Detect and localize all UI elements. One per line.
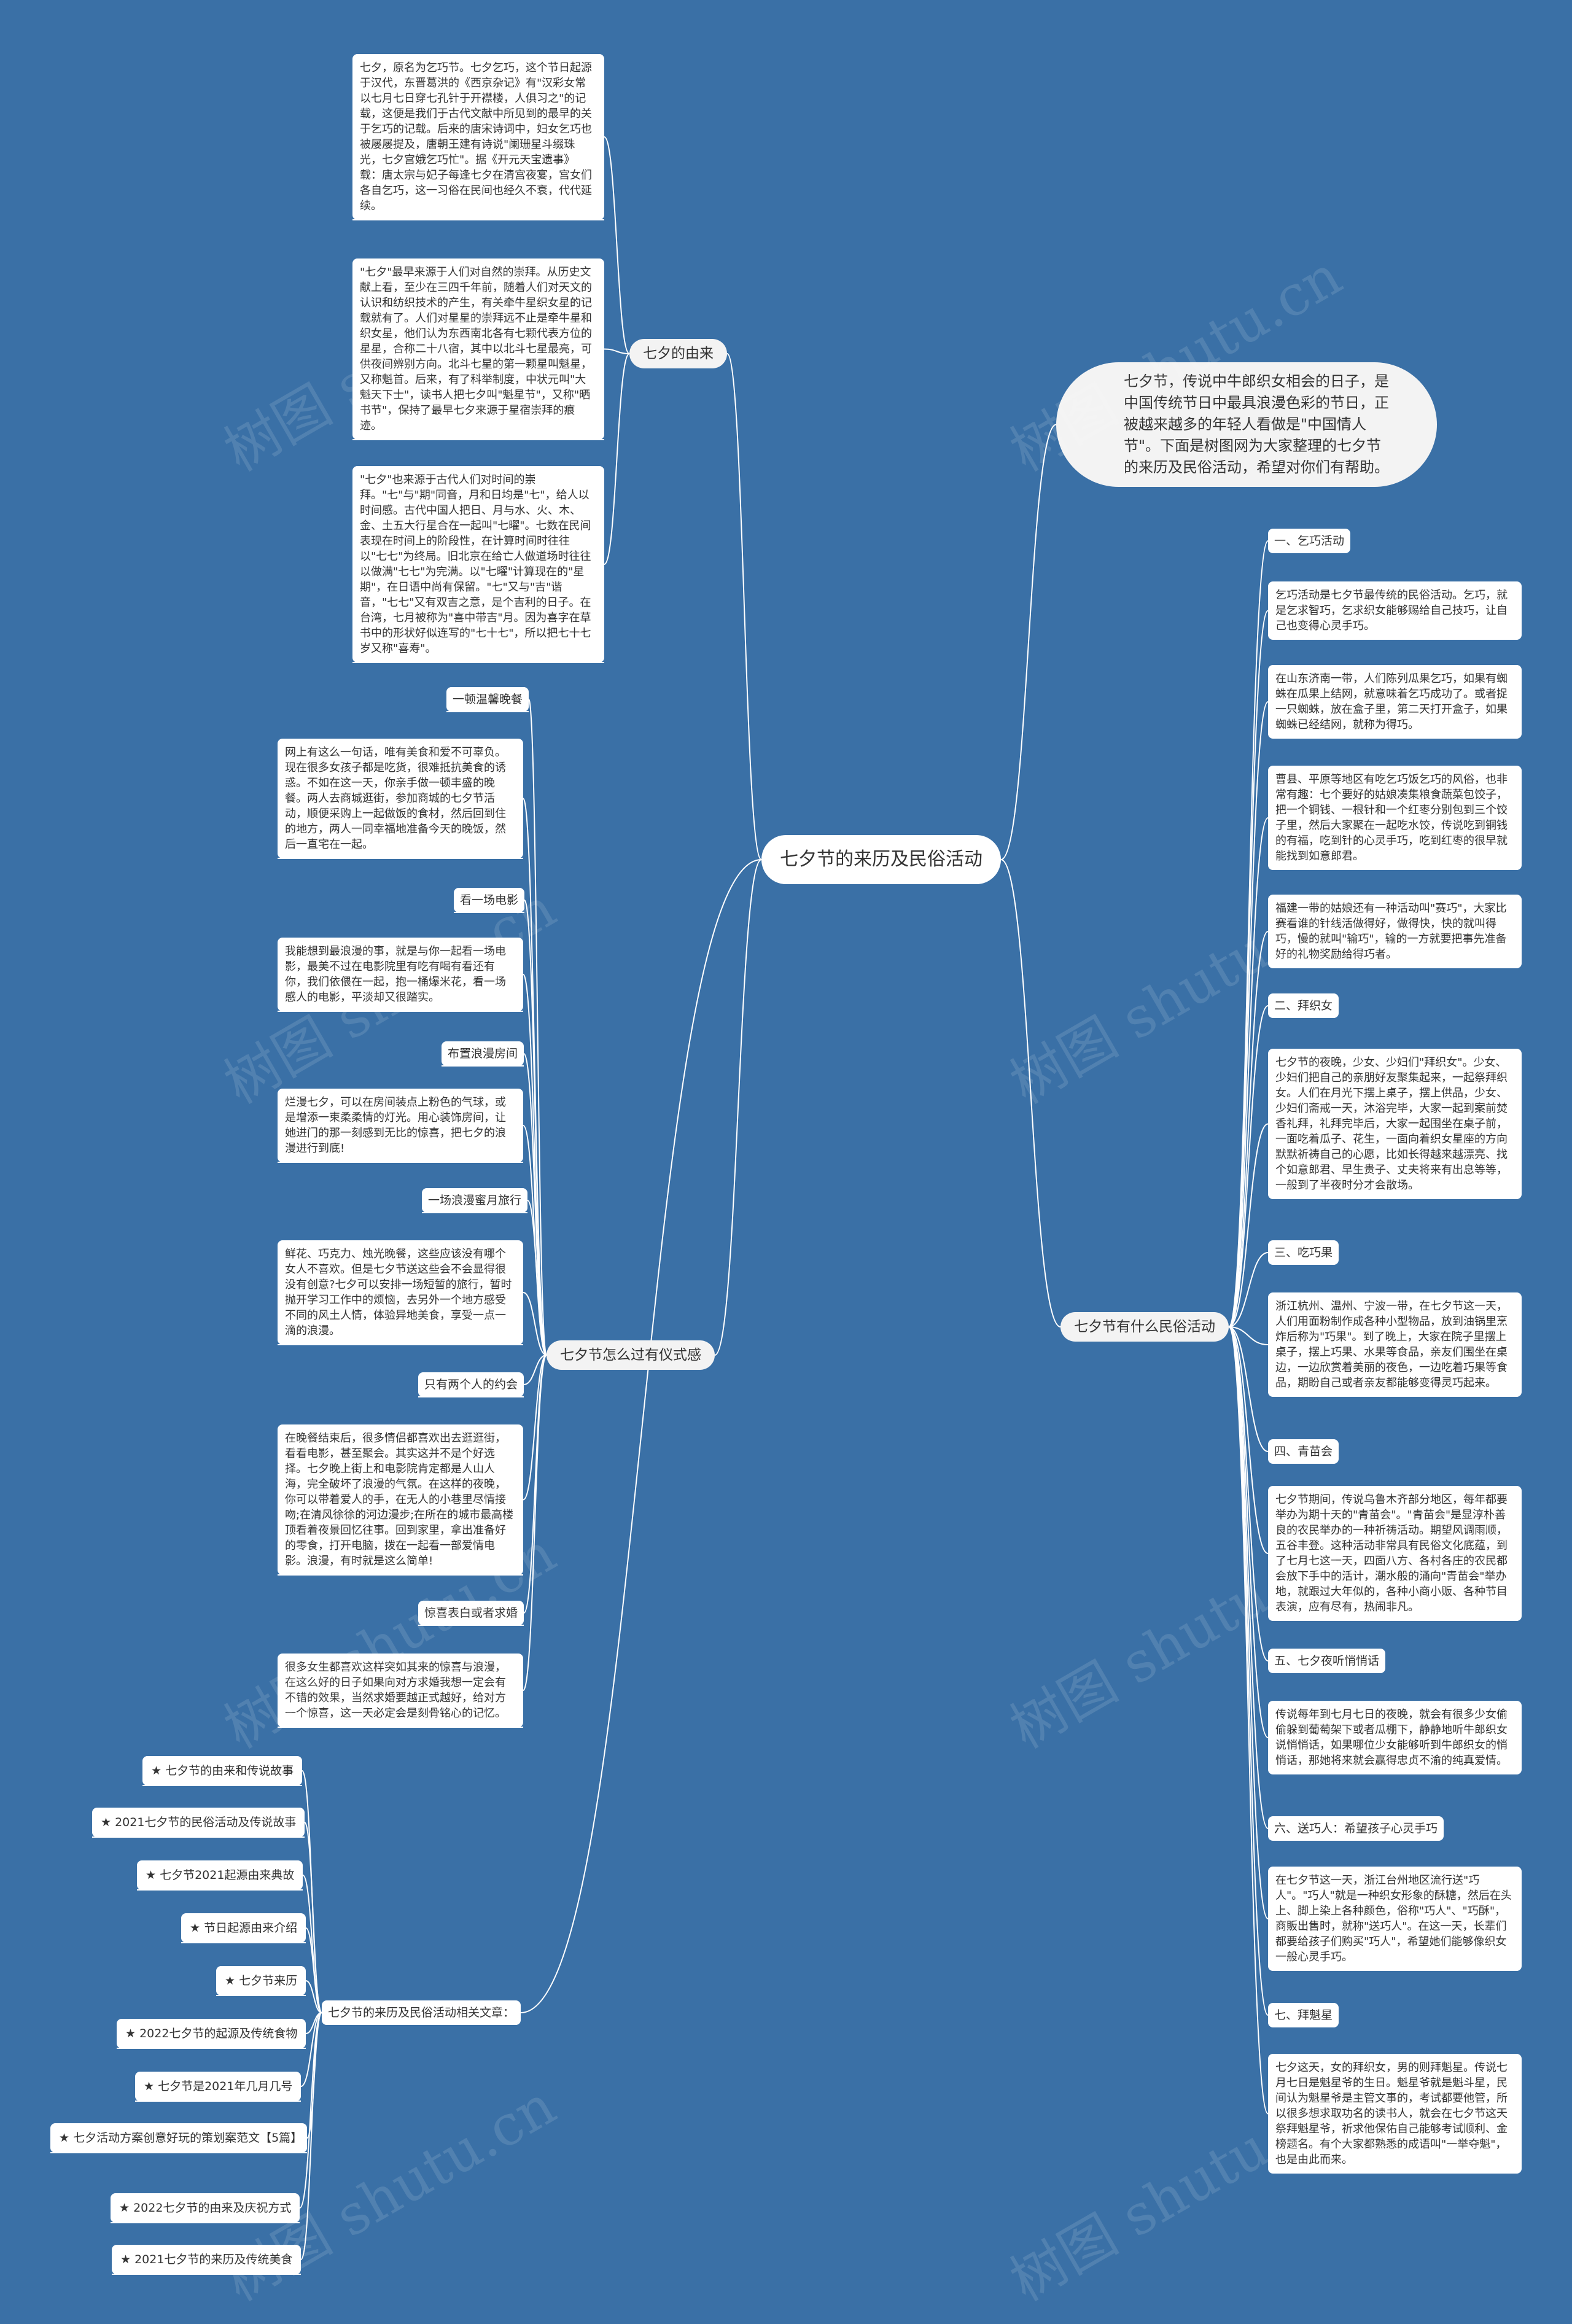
ritual-child-link [524,900,547,1356]
customs-item-label[interactable]: 四、青苗会 [1268,1439,1339,1464]
origin-child-link [604,348,630,354]
customs-item-label[interactable]: 二、拜织女 [1268,993,1339,1018]
branch-customs[interactable]: 七夕节有什么民俗活动 [1060,1312,1229,1342]
customs-item-text: 传说每年到七月七日的夜晚，就会有很多少女偷偷躲到葡萄架下或者瓜棚下，静静地听牛郎… [1268,1701,1522,1774]
customs-item-text: 福建一带的姑娘还有一种活动叫"赛巧"，大家比赛看谁的针线活做得好，做得快，快的就… [1268,895,1522,968]
related-child-link [300,2012,322,2087]
intro-node[interactable]: 七夕节，传说中牛郎织女相会的日子，是中国传统节日中最具浪漫色彩的节日，正被越来越… [1056,362,1437,487]
customs-link [1000,859,1061,1327]
customs-child-link [1228,1326,1269,1554]
branch-ritual[interactable]: 七夕节怎么过有仪式感 [547,1340,715,1370]
ritual-child-link [523,1354,547,1501]
related-article-link[interactable]: ★ 七夕节2021起源由来典故 [137,1860,303,1890]
related-child-link [304,1822,322,2013]
related-child-link [299,2012,322,2209]
related-article-link[interactable]: ★ 七夕节的由来和传说故事 [142,1756,303,1786]
branch-related-articles[interactable]: 七夕节的来历及民俗活动相关文章： [322,2000,521,2025]
origin-text-1: 七夕，原名为乞巧节。七夕乞巧，这个节日起源于汉代，东晋葛洪的《西京杂记》有"汉彩… [352,54,604,220]
customs-child-link [1228,1326,1269,1452]
related-article-link[interactable]: ★ 2022七夕节的由来及庆祝方式 [111,2193,300,2223]
related-article-link[interactable]: ★ 七夕节是2021年几月几号 [135,2072,302,2101]
ritual-link [714,859,762,1356]
related-link [520,859,762,2013]
customs-item-text: 在山东济南一带，人们陈列瓜果乞巧，如果有蜘蛛在瓜果上结网，就意味着乞巧成功了。或… [1268,665,1522,739]
related-child-link [305,1927,322,2013]
customs-item-text: 七夕节期间，传说乌鲁木齐部分地区，每年都要举办为期十天的"青苗会"。"青苗会"是… [1268,1486,1522,1621]
ritual-item-label[interactable]: 一场浪漫蜜月旅行 [422,1188,528,1213]
ritual-item-label[interactable]: 一顿温馨晚餐 [446,687,529,712]
origin-text-3: "七夕"也来源于古代人们对时间的崇拜。"七"与"期"同音，月和日均是"七"，给人… [352,466,604,663]
customs-item-text: 浙江杭州、温州、宁波一带，在七夕节这一天，人们用面粉制作成各种小型物品，放到油锅… [1268,1292,1522,1397]
customs-item-text: 曹县、平原等地区有吃乞巧饭乞巧的风俗，也非常有趣：七个要好的姑娘凑集粮食蔬菜包饺… [1268,766,1522,870]
ritual-child-link [528,699,547,1356]
customs-item-label[interactable]: 一、乞巧活动 [1268,529,1351,553]
customs-item-text: 乞巧活动是七夕节最传统的民俗活动。乞巧，就是乞求智巧，乞求织女能够赐给自己技巧，… [1268,581,1522,640]
ritual-item-label[interactable]: 布置浪漫房间 [442,1041,524,1066]
ritual-child-link [523,1292,547,1356]
ritual-item-text: 很多女生都喜欢这样突如其来的惊喜与浪漫，在这么好的日子如果向对方求婚我想一定会有… [278,1654,523,1727]
customs-item-text: 七夕节的夜晚，少女、少妇们"拜织女"。少女、少妇们把自己的亲朋好友聚集起来，一起… [1268,1049,1522,1199]
customs-child-link [1228,817,1269,1327]
customs-item-label[interactable]: 三、吃巧果 [1268,1240,1339,1265]
customs-child-link [1228,931,1269,1327]
customs-item-text: 在七夕节这一天，浙江台州地区流行送"巧人"。"巧人"就是一种织女形象的酥糖，然后… [1268,1867,1522,1971]
customs-item-label[interactable]: 五、七夕夜听悄悄话 [1268,1649,1386,1673]
origin-child-link [604,353,630,565]
related-article-link[interactable]: ★ 2021七夕节的民俗活动及传说故事 [92,1808,305,1837]
related-article-link[interactable]: ★ 2022七夕节的起源及传统食物 [117,2019,306,2048]
related-article-link[interactable]: ★ 七夕活动方案创意好玩的策划案范文【5篇】 [50,2123,307,2153]
customs-child-link [1228,701,1269,1327]
related-article-link[interactable]: ★ 节日起源由来介绍 [181,1913,306,1943]
customs-child-link [1228,1326,1269,2115]
ritual-item-text: 我能想到最浪漫的事，就是与你一起看一场电影，最美不过在电影院里有吃有喝有看还有你… [278,938,523,1011]
related-child-link [305,1980,322,2013]
origin-link [726,353,762,860]
customs-child-link [1228,1326,1269,1345]
ritual-child-link [523,1354,547,1385]
origin-child-link [604,136,630,354]
origin-text-2: "七夕"最早来源于人们对自然的崇拜。从历史文献上看，至少在三四千年前，随着人们对… [352,258,604,440]
ritual-child-link [527,1200,547,1356]
customs-child-link [1228,1252,1269,1327]
intro-link [1000,424,1057,860]
ritual-item-text: 鲜花、巧克力、烛光晚餐，这些应该没有哪个女人不喜欢。但是七夕节送这些会不会显得很… [278,1240,523,1345]
ritual-item-label[interactable]: 看一场电影 [454,888,525,912]
customs-child-link [1228,1326,1269,2016]
customs-item-label[interactable]: 六、送巧人：希望孩子心灵手巧 [1268,1816,1444,1841]
ritual-child-link [523,1354,547,1691]
ritual-item-text: 烂漫七夕，可以在房间装点上粉色的气球，或是增添一束柔柔情的灯光。用心装饰房间，让… [278,1089,523,1162]
customs-item-text: 七夕这天，女的拜织女，男的则拜魁星。传说七月七日是魁星爷的生日。魁星爷就是魁斗星… [1268,2054,1522,2174]
branch-origin[interactable]: 七夕的由来 [629,339,727,368]
ritual-item-text: 网上有这么一句话，唯有美食和爱不可辜负。现在很多女孩子都是吃货，很难抵抗美食的诱… [278,739,523,858]
ritual-item-label[interactable]: 惊喜表白或者求婚 [418,1601,524,1625]
root-node[interactable]: 七夕节的来历及民俗活动 [761,835,1001,884]
ritual-item-label[interactable]: 只有两个人的约会 [418,1372,524,1397]
related-article-link[interactable]: ★ 2021七夕节的来历及传统美食 [112,2245,302,2274]
customs-item-label[interactable]: 七、拜魁星 [1268,2003,1339,2027]
related-child-link [300,2012,322,2260]
customs-child-link [1228,1005,1269,1327]
customs-child-link [1228,1123,1269,1327]
related-article-link[interactable]: ★ 七夕节来历 [216,1966,306,1996]
customs-child-link [1228,1326,1269,1738]
ritual-item-text: 在晚餐结束后，很多情侣都喜欢出去逛逛街，看看电影，甚至聚会。其实这并不是个好选择… [278,1424,523,1575]
customs-child-link [1228,1326,1269,1661]
